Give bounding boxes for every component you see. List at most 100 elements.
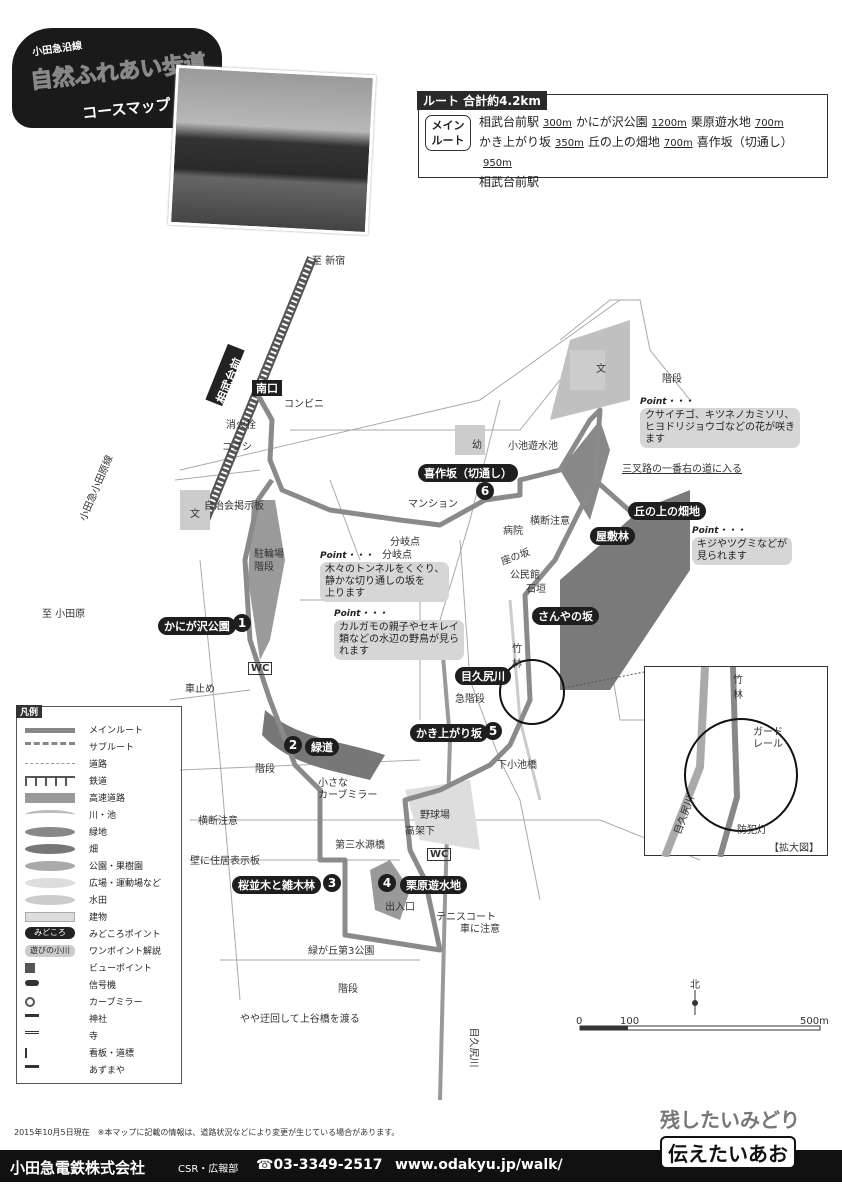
legend-title: 凡例: [16, 705, 43, 718]
legend-item: 建物: [17, 908, 183, 927]
scale-500: 500m: [800, 1016, 829, 1027]
station-marker: [205, 343, 245, 407]
zoom-circle: [499, 659, 565, 725]
spot-river-label[interactable]: 目久尻川: [455, 667, 511, 685]
legend-symbol-icon: [25, 1031, 39, 1041]
legend-symbol-icon: [25, 810, 75, 820]
main-route-badge: メイン ルート: [425, 115, 471, 151]
label-steep-stairs: 急階段: [455, 694, 485, 705]
label-hospital: 病院: [503, 526, 523, 537]
spot-6-number: 6: [476, 482, 494, 500]
legend-label: ビューポイント: [89, 964, 153, 974]
company-name: 小田急電鉄株式会社: [10, 1159, 146, 1177]
department: CSR・広報部: [178, 1164, 239, 1175]
compass: [692, 990, 698, 1015]
label-river: 目久尻川: [467, 1027, 479, 1068]
legend-item: 緑地: [17, 823, 183, 842]
slogan-line-2: 伝えたいあお: [660, 1136, 796, 1169]
label-wall: 石垣: [526, 584, 546, 595]
legend-symbol-icon: [25, 912, 75, 922]
inset-leader: [563, 671, 645, 689]
scale-100: 100: [620, 1016, 640, 1027]
point-note-waterbirds: Point・・・カルガモの親子やセキレイ 類などの水辺の野鳥が見ら れます: [334, 608, 464, 660]
label-baseball: 野球場: [420, 810, 450, 821]
label-pond: 小池遊水池: [508, 441, 558, 452]
legend-symbol-icon: [25, 742, 75, 752]
point-note-tunnel: Point・・・木々のトンネルをくぐり、 静かな切り通しの坂を 上ります: [320, 550, 450, 602]
spot-5-number: 5: [484, 722, 502, 740]
legend-symbol-icon: [25, 980, 39, 986]
point-note-birds: Point・・・キジやツグミなどが 見られます: [692, 525, 792, 565]
legend-item: 神社: [17, 1010, 183, 1029]
spot-4-number: 4: [378, 874, 396, 892]
label-stairs: 階段: [662, 374, 682, 385]
legend-symbol-icon: [25, 728, 75, 733]
label-mirror: 小さな カーブミラー: [318, 778, 378, 801]
legend-symbol-icon: [25, 878, 75, 888]
spot-3-label[interactable]: 桜並木と雑木林: [232, 876, 321, 894]
label-branch: 分岐点: [382, 550, 412, 561]
legend-symbol-icon: [25, 1014, 39, 1024]
label-bamboo: 竹林: [512, 644, 522, 670]
slogan-line-1: 残したいみどり: [660, 1108, 800, 1132]
label-stairs: 階段: [254, 562, 274, 573]
spot-2-label[interactable]: 緑道: [305, 738, 339, 756]
legend-item: サブルート: [17, 738, 183, 757]
label-notice-board: 自治会掲示板: [204, 501, 264, 512]
exit-label: 南口: [252, 380, 282, 396]
legend-item: 広場・運動場など: [17, 874, 183, 893]
legend-symbol-icon: 遊びの小川: [25, 945, 75, 957]
legend-label: 畑: [89, 845, 99, 855]
label-kobushi: コブシ: [222, 442, 252, 453]
legend-item: 水田: [17, 891, 183, 910]
legend-label: 道路: [89, 760, 108, 770]
legend-item: メインルート: [17, 721, 183, 740]
legend-label: メインルート: [89, 726, 144, 736]
route-line-3: 相武台前駅: [479, 175, 540, 189]
legend-symbol-icon: [25, 861, 75, 871]
scale-0: 0: [576, 1016, 583, 1027]
label-entrance: 出入口: [385, 902, 415, 913]
legend-label: 公園・果樹園: [89, 862, 144, 872]
inset-caption: 【拡大図】: [769, 843, 819, 854]
label-tennis: テニスコート: [436, 912, 496, 923]
label-bike: 駐輪場: [254, 549, 284, 560]
legend-label: 建物: [89, 913, 108, 923]
label-school: 文: [190, 509, 200, 520]
legend-label: カーブミラー: [89, 998, 143, 1008]
legend-symbol-icon: みどころ: [25, 927, 75, 939]
label-crossing: 横断注意: [530, 516, 570, 527]
label-stairs: 階段: [338, 984, 358, 995]
spot-hill-field-label[interactable]: 丘の上の畑地: [628, 502, 706, 520]
label-school-2: 文: [596, 364, 606, 375]
label-hall: 公民館: [510, 570, 540, 581]
legend-symbol-icon: [25, 1065, 39, 1075]
spot-1-label[interactable]: かにが沢公園: [158, 617, 236, 635]
legend-item: あずまや: [17, 1061, 183, 1080]
legend-symbol-icon: [25, 997, 35, 1007]
phone-number[interactable]: ☎03-3349-2517: [256, 1157, 383, 1173]
legend-item: 看板・道標: [17, 1044, 183, 1063]
legend-label: みどころポイント: [89, 930, 161, 940]
legend-item: 高速道路: [17, 789, 183, 808]
spot-6-label[interactable]: 喜作坂（切通し）: [418, 464, 518, 482]
legend-label: 神社: [89, 1015, 108, 1025]
legend-symbol-icon: [25, 763, 75, 773]
label-detour: やや迂回して上谷橋を渡る: [240, 1014, 360, 1025]
legend-label: あずまや: [89, 1066, 126, 1076]
legend-label: 寺: [89, 1032, 99, 1042]
label-wc: WC: [248, 662, 273, 675]
website-link[interactable]: www.odakyu.jp/walk/: [395, 1157, 563, 1173]
legend-item: みどころ みどころポイント: [17, 925, 183, 944]
legend-symbol-icon: [25, 793, 75, 803]
label-address: 壁に住居表示板: [190, 856, 260, 867]
label-branch: 分岐点: [390, 537, 420, 548]
spot-sanya-slope-label[interactable]: さんやの坂: [532, 607, 599, 625]
spot-5-label[interactable]: かき上がり坂: [410, 724, 488, 742]
legend-symbol-icon: [25, 895, 75, 905]
legend-item: 道路: [17, 755, 183, 774]
inset-map: 竹林 ガード レール 防犯灯 目久尻川 【拡大図】: [644, 666, 828, 857]
label-kinder: 幼: [472, 440, 482, 451]
legend-item: カーブミラー: [17, 993, 183, 1012]
spot-4-label[interactable]: 栗原遊水地: [400, 876, 467, 894]
